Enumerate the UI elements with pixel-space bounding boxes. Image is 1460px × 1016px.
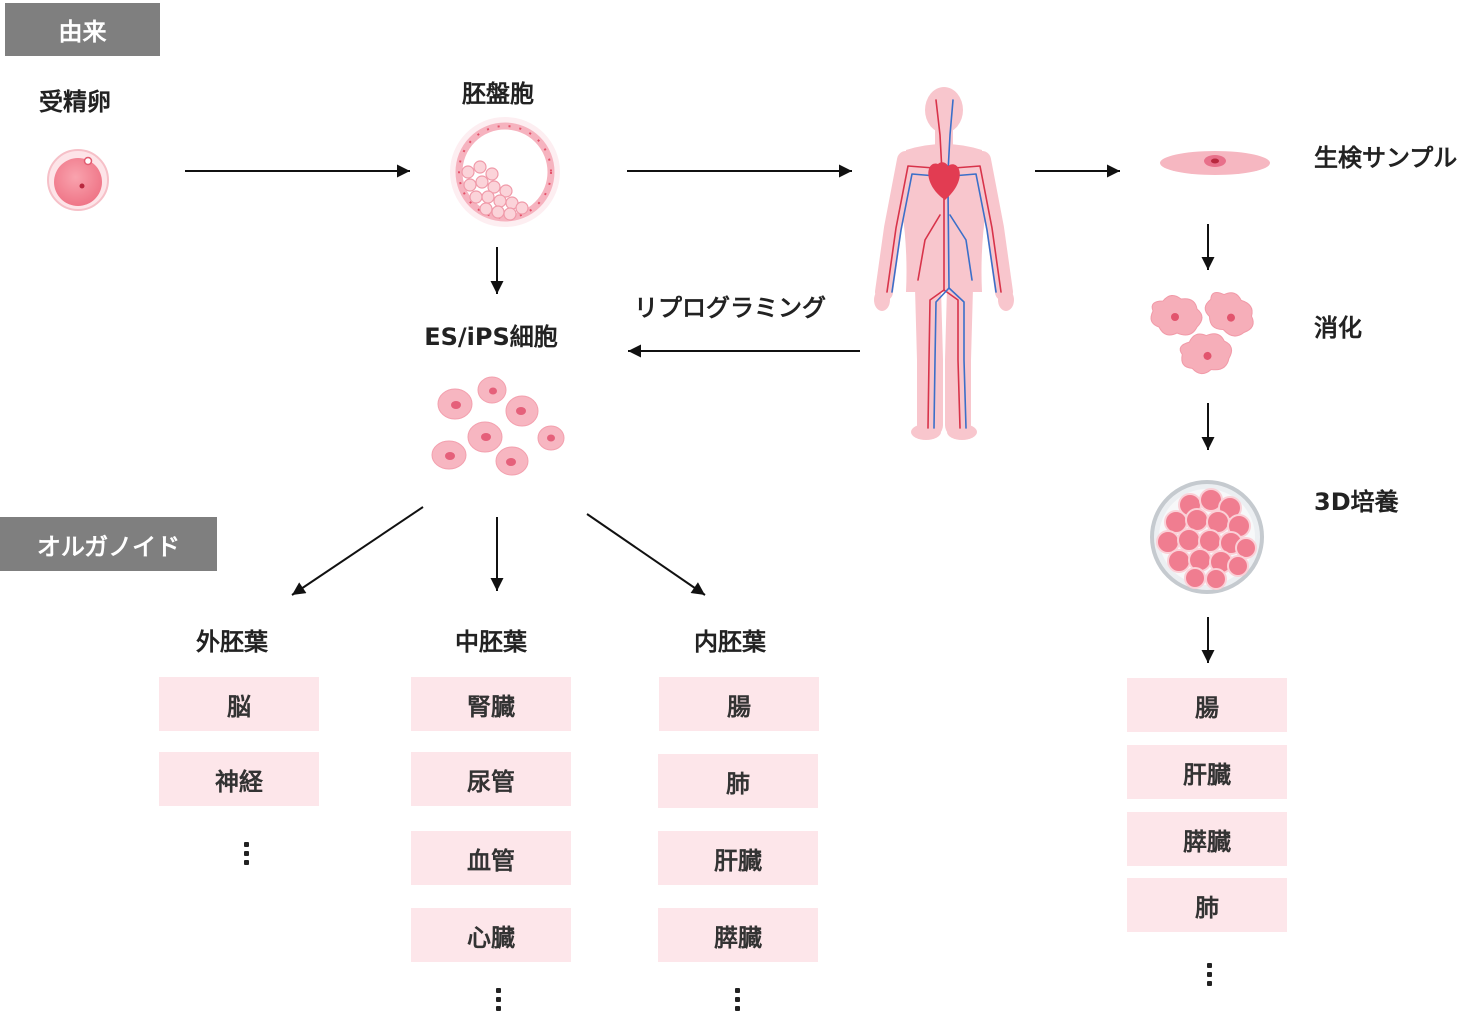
organoid-section-tag: オルガノイド xyxy=(0,517,217,571)
adult-organ-box: 肝臓 xyxy=(1127,745,1287,799)
mesoderm-organ-box: 尿管 xyxy=(411,752,571,806)
more-items-ellipsis-icon xyxy=(244,842,250,868)
organ-label: 神経 xyxy=(215,767,263,796)
organ-label: 心臓 xyxy=(467,923,515,952)
organ-label: 膵臓 xyxy=(714,923,762,952)
organ-label: 肺 xyxy=(726,769,750,798)
blastocyst-illustration xyxy=(450,117,560,227)
organ-label: 肝臓 xyxy=(714,846,762,875)
human-body-illustration xyxy=(874,87,1014,440)
more-items-ellipsis-icon xyxy=(496,988,502,1014)
ectoderm-header: 外胚葉 xyxy=(196,628,268,656)
organ-label: 腎臓 xyxy=(467,692,515,721)
organ-label: 腸 xyxy=(1195,693,1219,722)
adult-organ-box: 膵臓 xyxy=(1127,812,1287,866)
organ-label: 尿管 xyxy=(467,767,515,796)
more-items-ellipsis-icon xyxy=(735,988,741,1014)
culture-label: 3D培養 xyxy=(1314,488,1399,516)
arrows xyxy=(185,164,1215,663)
organ-label: 膵臓 xyxy=(1183,827,1231,856)
organ-label: 肺 xyxy=(1195,893,1219,922)
fertilized-egg-label: 受精卵 xyxy=(39,88,111,116)
arrow-to-ectoderm xyxy=(291,506,424,596)
blastocyst-label: 胚盤胞 xyxy=(462,80,534,108)
artery-trunk xyxy=(927,189,945,429)
arrow-to-endoderm xyxy=(586,513,706,596)
mesoderm-organ-box: 心臓 xyxy=(411,908,571,962)
reprogramming-label: リプログラミング xyxy=(634,294,826,322)
origin-section-tag: 由来 xyxy=(5,3,160,56)
heart-icon xyxy=(928,162,960,200)
mesoderm-header: 中胚葉 xyxy=(455,628,527,656)
stem-cells-label: ES/iPS細胞 xyxy=(424,323,558,351)
endoderm-organ-box: 腸 xyxy=(659,677,819,731)
organ-label: 脳 xyxy=(227,692,251,721)
digestion-label: 消化 xyxy=(1314,314,1362,342)
stem-cells-illustration xyxy=(431,376,565,476)
organ-label: 肝臓 xyxy=(1183,760,1231,789)
biopsy-label: 生検サンプル xyxy=(1314,144,1458,172)
organ-label: 血管 xyxy=(467,846,515,875)
endoderm-header: 内胚葉 xyxy=(694,628,766,656)
ectoderm-organ-box: 神経 xyxy=(159,752,319,806)
digested-cells-illustration xyxy=(1150,291,1254,375)
endoderm-organ-box: 肺 xyxy=(658,754,818,808)
ectoderm-organ-box: 脳 xyxy=(159,677,319,731)
more-items-ellipsis-icon xyxy=(1207,963,1213,989)
endoderm-organ-box: 膵臓 xyxy=(658,908,818,962)
organ-label: 腸 xyxy=(727,692,751,721)
biopsy-sample-illustration xyxy=(1160,151,1270,175)
culture-dish-illustration xyxy=(1150,480,1264,594)
vein-trunk xyxy=(933,189,950,429)
adult-organ-box: 腸 xyxy=(1127,678,1287,732)
mesoderm-organ-box: 血管 xyxy=(411,831,571,885)
fertilized-egg-illustration xyxy=(47,149,109,211)
endoderm-organ-box: 肝臓 xyxy=(658,831,818,885)
mesoderm-organ-box: 腎臓 xyxy=(411,677,571,731)
adult-organ-box: 肺 xyxy=(1127,878,1287,932)
